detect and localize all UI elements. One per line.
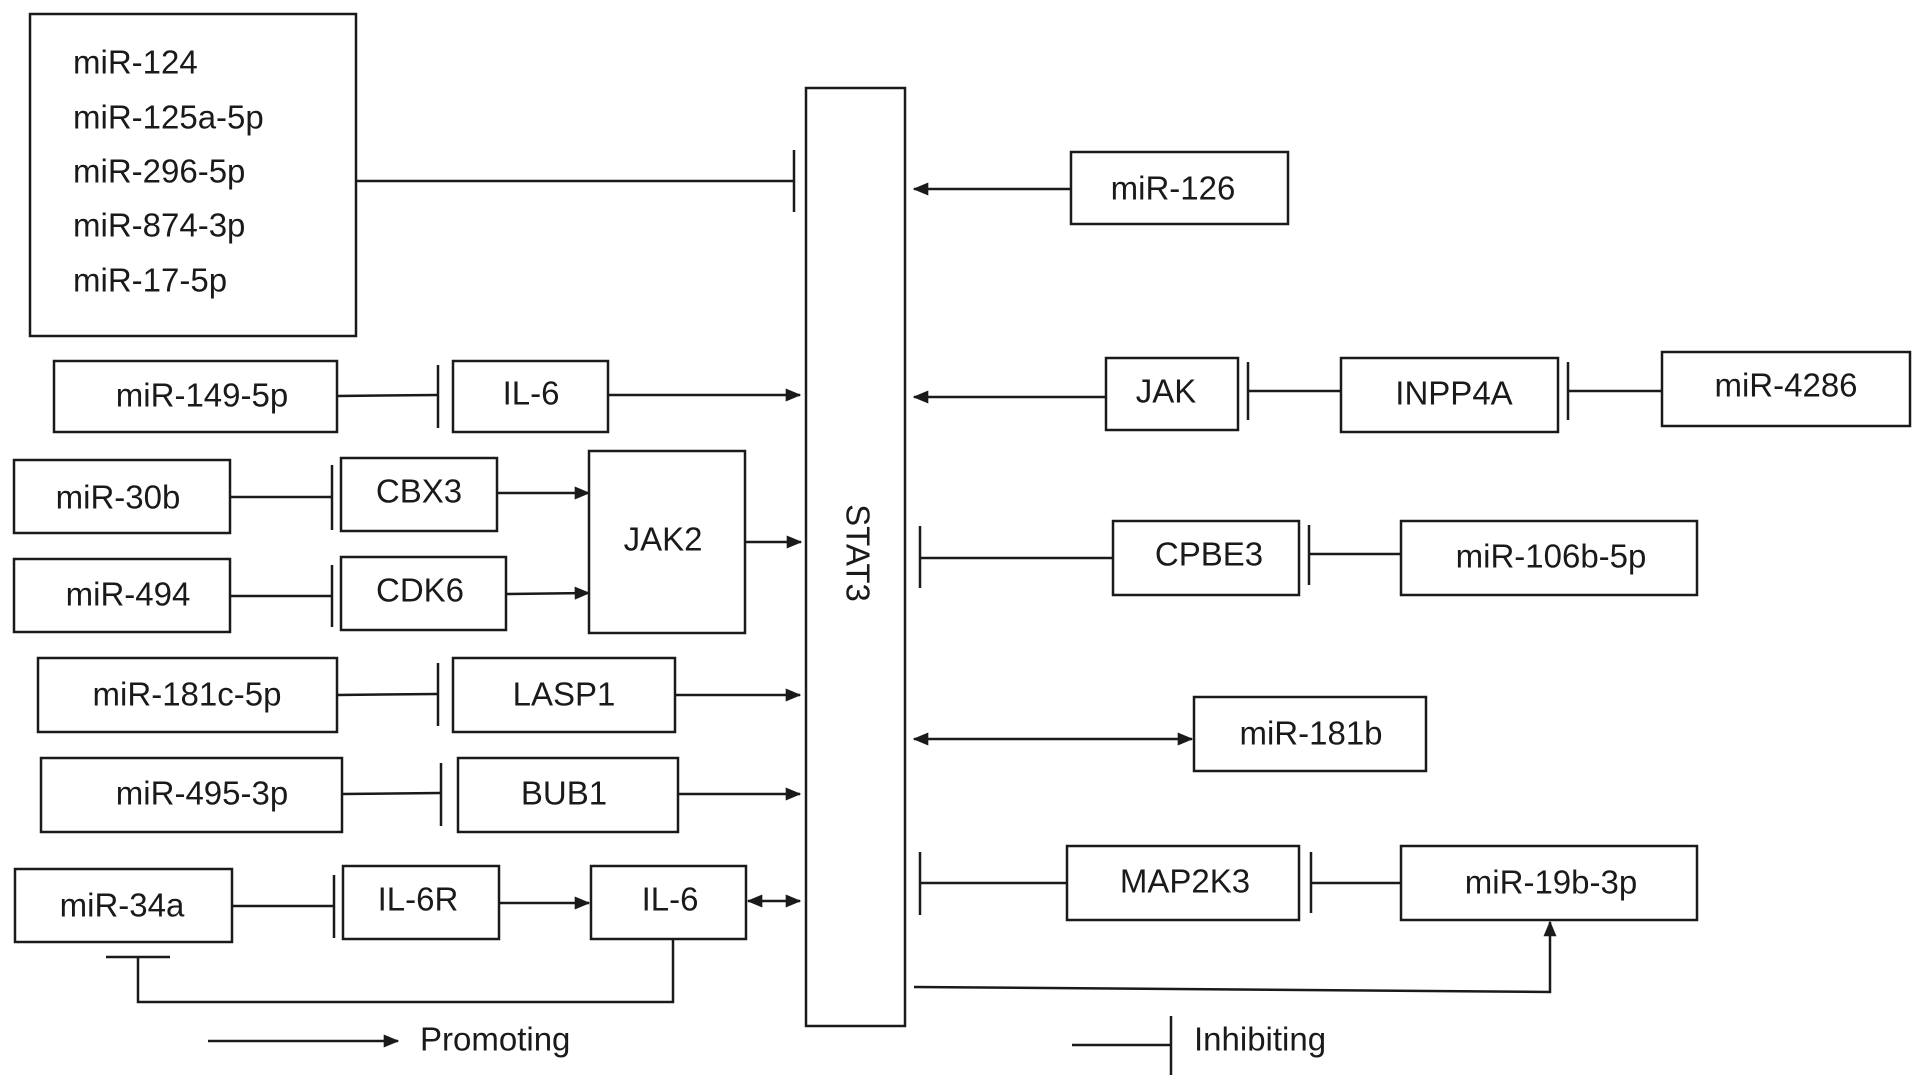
mir149-box: [52, 359, 339, 434]
cpbe3-box: [1111, 519, 1301, 597]
edge-mir181c-lasp1: [336, 692, 438, 697]
legend-inhibiting-label: Inhibiting: [1194, 1021, 1326, 1058]
bub1-label: BUB1: [521, 775, 607, 812]
edge-cdk6-jak2: [505, 586, 591, 600]
il6b-label: IL-6: [642, 881, 699, 918]
mir181c-label: miR-181c-5p: [93, 676, 282, 713]
mir126-box: [1069, 150, 1290, 226]
mir126-label: miR-126: [1111, 170, 1236, 207]
group-item-2: miR-125a-5p: [73, 99, 264, 136]
mir494-label: miR-494: [66, 576, 191, 613]
cdk6-box: [339, 555, 508, 632]
map2k3-box: [1065, 844, 1301, 922]
mir4286-label: miR-4286: [1714, 367, 1857, 404]
lasp1-box: [451, 656, 677, 734]
inpp4a-label: INPP4A: [1395, 375, 1512, 412]
bub1-box: [456, 756, 680, 834]
mir106b-box: [1399, 519, 1699, 597]
il6b-box: [589, 864, 748, 941]
cbx3-label: CBX3: [376, 473, 462, 510]
mir181c-box: [36, 656, 339, 734]
il6r-box: [341, 864, 501, 941]
il6a-box: [451, 359, 610, 434]
cpbe3-label: CPBE3: [1155, 536, 1263, 573]
mir34a-box: [13, 867, 234, 944]
lasp1-label: LASP1: [513, 676, 616, 713]
mir19b-label: miR-19b-3p: [1465, 864, 1637, 901]
cdk6-label: CDK6: [376, 572, 464, 609]
legend-promoting-label: Promoting: [420, 1021, 570, 1058]
cbx3-box: [339, 456, 499, 533]
group-item-1: miR-124: [73, 44, 198, 81]
mir495-box: [39, 756, 344, 834]
group-item-4: miR-874-3p: [73, 207, 245, 244]
stat3-label: STAT3: [839, 504, 876, 602]
stat3-box: [804, 86, 907, 1028]
il6r-label: IL-6R: [378, 881, 459, 918]
mir-group-box: [28, 12, 358, 338]
edge-mir495-bub1: [341, 791, 441, 796]
inpp4a-box: [1339, 356, 1560, 434]
mir181b-box: [1192, 695, 1428, 773]
jak2-label: JAK2: [624, 521, 703, 558]
il6a-label: IL-6: [503, 375, 560, 412]
map2k3-label: MAP2K3: [1120, 863, 1250, 900]
edge-mir149-il6: [336, 393, 438, 398]
jak-box: [1104, 356, 1240, 432]
edge-stat3-mir19b: [913, 920, 1557, 994]
mir30b-label: miR-30b: [56, 479, 181, 516]
group-item-5: miR-17-5p: [73, 262, 227, 299]
mir181b-label: miR-181b: [1239, 715, 1382, 752]
mir149-label: miR-149-5p: [116, 377, 288, 414]
edge-il6b-mir34a-feedback: [136, 939, 675, 1004]
mir106b-label: miR-106b-5p: [1456, 538, 1647, 575]
jak2-box: [587, 449, 747, 635]
mir34a-label: miR-34a: [60, 887, 185, 924]
mir19b-box: [1399, 844, 1699, 922]
mir495-label: miR-495-3p: [116, 775, 288, 812]
mir4286-box: [1660, 350, 1912, 428]
jak-label: JAK: [1136, 373, 1197, 410]
group-item-3: miR-296-5p: [73, 153, 245, 190]
